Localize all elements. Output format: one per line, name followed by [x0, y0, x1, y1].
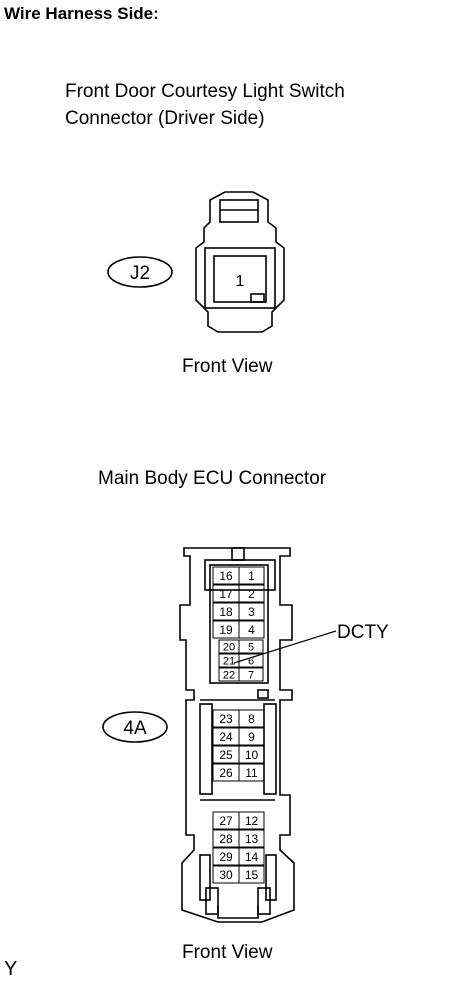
pin-cell-12 — [238, 811, 265, 830]
pin-cell-14 — [238, 847, 265, 866]
pin-cell-9 — [238, 727, 265, 746]
connector-1-title-line-2: Connector (Driver Side) — [65, 108, 265, 129]
connector-1-title-line-1: Front Door Courtesy Light Switch — [65, 81, 345, 102]
connector-j2-code: J2 — [130, 263, 150, 284]
pin-number-27: 27 — [219, 814, 233, 828]
pin-cell-3 — [238, 602, 265, 621]
pin-cell-7 — [238, 667, 264, 682]
connector-2-view-label: Front View — [182, 942, 273, 963]
pin-number-16: 16 — [219, 569, 233, 583]
pin-number-20: 20 — [223, 641, 235, 653]
diagram-heading: Wire Harness Side: — [4, 4, 159, 23]
connector-j2-code-badge — [107, 256, 173, 288]
pin-cell-5 — [238, 639, 264, 654]
pin-number-2: 2 — [248, 587, 255, 601]
pin-number-12: 12 — [245, 814, 259, 828]
pin-cell-15 — [238, 865, 265, 884]
pin-number-1: 1 — [248, 569, 255, 583]
pin-number-17: 17 — [219, 587, 233, 601]
pin-number-14: 14 — [245, 850, 259, 864]
connector-4a-body — [179, 547, 295, 923]
dcty-callout-label: DCTY — [337, 622, 389, 643]
pin-cell-11 — [238, 763, 265, 782]
pin-number-10: 10 — [245, 748, 259, 762]
footer-code: Y — [4, 958, 18, 980]
connector-1-view-label: Front View — [182, 356, 273, 377]
dcty-leader-line — [233, 630, 337, 664]
pin-number-5: 5 — [248, 641, 254, 653]
pin-number-11: 11 — [245, 766, 258, 780]
pin-cell-10 — [238, 745, 265, 764]
pin-number-6: 6 — [248, 655, 254, 667]
connector-1-title: Front Door Courtesy Light Switch Connect… — [65, 78, 345, 132]
connector-j2-pin-1: 1 — [236, 273, 245, 290]
pin-number-13: 13 — [245, 832, 259, 846]
pin-number-15: 15 — [245, 868, 259, 882]
pin-number-21: 21 — [223, 655, 235, 667]
connector-4a-code-badge — [102, 711, 168, 743]
connector-j2-body — [195, 191, 285, 333]
pin-number-7: 7 — [248, 669, 254, 681]
pin-cell-6 — [238, 653, 264, 668]
pin-number-23: 23 — [219, 712, 233, 726]
pin-cell-8 — [238, 709, 265, 728]
pin-number-4: 4 — [248, 623, 255, 637]
pin-cell-4 — [238, 620, 265, 639]
pin-number-22: 22 — [223, 669, 235, 681]
pin-cell-2 — [238, 584, 265, 603]
pin-number-3: 3 — [248, 605, 255, 619]
pin-number-25: 25 — [219, 748, 233, 762]
pin-number-9: 9 — [248, 730, 255, 744]
pin-number-30: 30 — [219, 868, 233, 882]
connector-2-title: Main Body ECU Connector — [98, 468, 327, 489]
connector-4a-code: 4A — [123, 718, 147, 739]
pin-number-29: 29 — [219, 850, 233, 864]
pin-cell-13 — [238, 829, 265, 848]
pin-number-19: 19 — [219, 623, 233, 637]
pin-number-18: 18 — [219, 605, 233, 619]
connector-4a-pin-grid: 16 1 17 2 18 3 19 4 20 5 21 6 22 7 23 8 24 9 25 10 26 11 27 12 2… — [212, 566, 265, 884]
pin-number-28: 28 — [219, 832, 233, 846]
pin-cell-1 — [238, 566, 265, 585]
pin-number-8: 8 — [248, 712, 255, 726]
pin-number-26: 26 — [219, 766, 233, 780]
pin-number-24: 24 — [219, 730, 233, 744]
